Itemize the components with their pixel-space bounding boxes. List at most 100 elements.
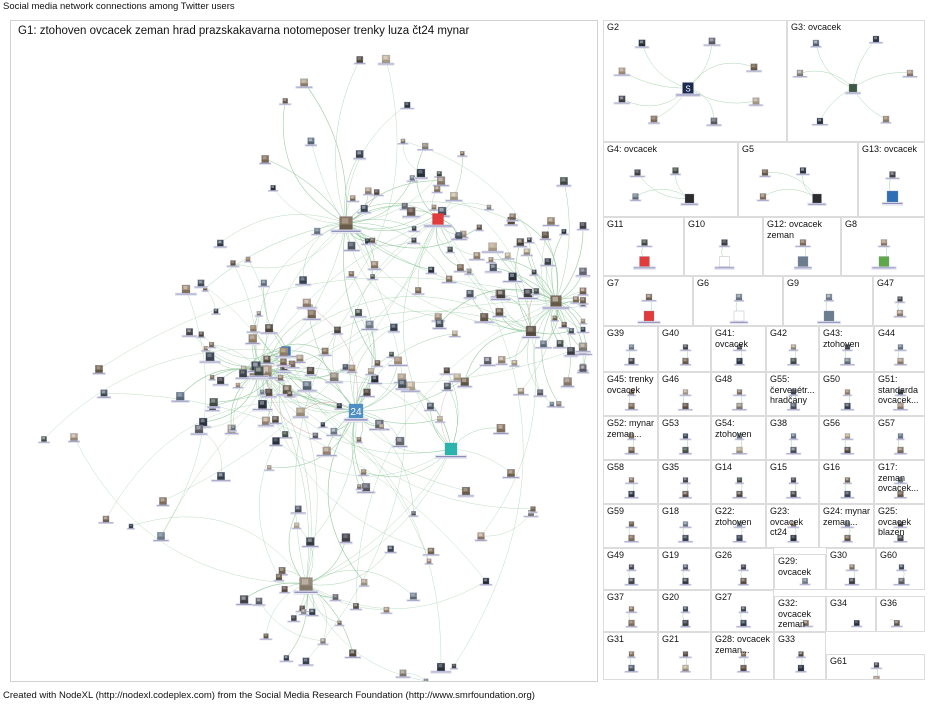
group-label-g12: G12: ovcacek zeman [767,219,823,240]
group-cell-g21[interactable]: G21 [658,632,711,680]
group-cell-g6[interactable]: G6 [693,276,783,326]
group-cell-g49[interactable]: G49 [603,548,658,590]
group-canvas-g18 [677,521,694,543]
group-cell-g19[interactable]: G19 [658,548,711,590]
group-canvas-g3 [792,35,918,126]
page-caption-top: Social media network connections among T… [3,1,235,12]
group-cell-g42[interactable]: G42 [766,326,819,372]
group-cell-g20[interactable]: G20 [658,590,711,632]
group-cell-g3[interactable]: G3: ovcacek [787,20,925,142]
group-canvas-g47 [893,296,907,318]
group-cell-g15[interactable]: G15 [766,460,819,504]
group-cell-g43[interactable]: G43: ztohoven [819,326,874,372]
group-label-g40: G40 [662,328,680,338]
group-cell-g30[interactable]: G30 [826,548,876,590]
group-cell-g8[interactable]: G8 [841,217,925,276]
group-cell-g59[interactable]: G59 [603,504,658,548]
group-cell-g41[interactable]: G41: ovcacek [711,326,766,372]
group-cell-g53[interactable]: G53 [658,416,711,460]
group-cell-g48[interactable]: G48 [711,372,766,416]
group-cell-g11[interactable]: G11 [603,217,684,276]
group-cell-g4[interactable]: G4: ovcacek [603,142,738,217]
group-cell-g44[interactable]: G44 [874,326,925,372]
group-cell-g18[interactable]: G18 [658,504,711,548]
group-cell-g12[interactable]: G12: ovcacek zeman [763,217,841,276]
group-canvas-g16 [840,477,855,499]
group-cell-g52[interactable]: G52: mynar zeman... [603,416,658,460]
group-cell-g32[interactable]: G32: ovcacek zeman [774,596,826,632]
svg-text:S: S [685,84,690,93]
group-label-g19: G19 [662,550,680,560]
group-canvas-g2: S [613,37,764,127]
group-cell-g35[interactable]: G35 [658,460,711,504]
group-cell-g14[interactable]: G14 [711,460,766,504]
group-canvas-g39 [624,344,639,366]
group-canvas-g11 [633,239,656,270]
group-cell-g17[interactable]: G17: zeman ovcacek... [874,460,925,504]
group-g1-panel[interactable]: G1: ztohoven ovcacek zeman hrad prazskak… [10,20,598,682]
group-cell-g60[interactable]: G60 [876,548,925,590]
group-cell-g33[interactable]: G33 [774,632,826,680]
group-canvas-g55 [786,389,801,411]
group-label-g14: G14 [715,462,733,472]
group-cell-g10[interactable]: G10 [684,217,763,276]
group-cell-g28[interactable]: G28: ovcacek zeman... [711,632,774,680]
group-cell-g22[interactable]: G22: ztohoven [711,504,766,548]
group-cell-g46[interactable]: G46 [658,372,711,416]
group-canvas-g48 [732,389,747,411]
group-cell-g55[interactable]: G55: červenétr... hradčany [766,372,819,416]
group-cell-g7[interactable]: G7 [603,276,693,326]
group-label-g39: G39 [607,328,625,338]
group-cell-g34[interactable]: G34 [826,596,876,632]
group-canvas-g54 [731,433,748,455]
group-label-g24: G24: mynar zeman... [823,506,871,527]
group-cell-g25[interactable]: G25: ovcacek blazen [874,504,925,548]
group-canvas-g17 [893,477,908,499]
group-cell-g24[interactable]: G24: mynar zeman... [819,504,874,548]
group-label-g47: G47 [877,278,895,288]
group-cell-g31[interactable]: G31 [603,632,658,680]
group-cell-g36[interactable]: G36 [876,596,925,632]
group-canvas-g29 [799,578,811,586]
group-label-g30: G30 [830,550,848,560]
group-label-g48: G48 [715,374,733,384]
group-cell-g27[interactable]: G27 [711,590,774,632]
group-canvas-g9 [817,293,841,325]
group-canvas-g37 [625,606,638,628]
group-cell-g56[interactable]: G56 [819,416,874,460]
group-cell-g37[interactable]: G37 [603,590,658,632]
group-canvas-g4 [629,167,699,206]
group-canvas-g30 [844,564,860,586]
group-label-g44: G44 [878,328,896,338]
group-cell-g50[interactable]: G50 [819,372,874,416]
group-label-g53: G53 [662,418,680,428]
group-cell-g26[interactable]: G26 [711,548,774,590]
group-cell-g9[interactable]: G9 [783,276,873,326]
group-cell-g40[interactable]: G40 [658,326,711,372]
group-cell-g23[interactable]: G23: ovcacek ct24 [766,504,819,548]
group-cell-g58[interactable]: G58 [603,460,658,504]
group-cell-g45[interactable]: G45: trenky ovcacek [603,372,658,416]
group-cell-g54[interactable]: G54: ztohoven [711,416,766,460]
group-canvas-g58 [624,477,639,499]
group-cell-g39[interactable]: G39 [603,326,658,372]
group-cell-g16[interactable]: G16 [819,460,874,504]
group-label-g11: G11 [607,219,624,229]
group-cell-g13[interactable]: G13: ovcacek [858,142,925,217]
group-cell-g38[interactable]: G38 [766,416,819,460]
group-canvas-g52 [624,433,639,455]
group-cell-g5[interactable]: G5 [738,142,858,217]
group-cell-g57[interactable]: G57 [874,416,925,460]
group-canvas-g56 [840,433,855,455]
group-canvas-g28 [736,651,751,673]
group-cell-g51[interactable]: G51: standarda ovcacek... [874,372,925,416]
group-label-g15: G15 [770,462,788,472]
group-cell-g47[interactable]: G47 [873,276,925,326]
group-canvas-g7 [637,293,661,325]
group-canvas-g43 [840,344,855,366]
group-cell-g29[interactable]: G29: ovcacek [774,554,826,590]
group-label-g17: G17: zeman ovcacek... [878,462,919,493]
group-cell-g61[interactable]: G61 [826,654,925,680]
